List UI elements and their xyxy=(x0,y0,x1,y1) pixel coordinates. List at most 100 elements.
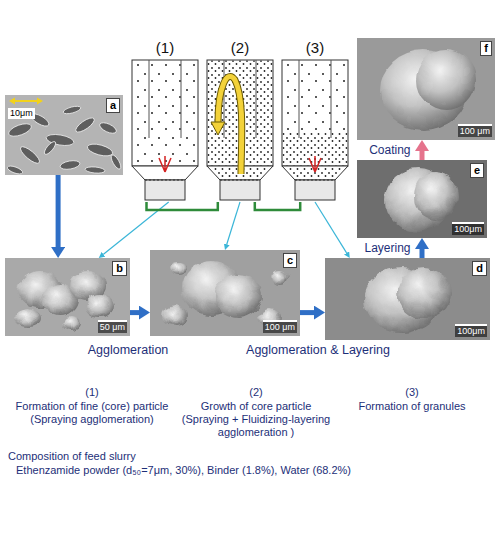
flake xyxy=(63,105,82,115)
flake xyxy=(59,159,80,170)
process-arrow xyxy=(420,249,425,258)
label-slot: Ethenzamide powder (d₅₀=7μm, 30%), Binde… xyxy=(16,464,494,477)
sem-image-panel: a 10μm xyxy=(5,95,123,175)
spray-zone xyxy=(309,156,321,172)
panel-letter: e xyxy=(470,163,484,178)
process-arrow xyxy=(300,310,314,315)
draft-tube xyxy=(256,60,257,138)
label-slot: Formation of fine (core) particle xyxy=(2,400,182,413)
granule xyxy=(364,267,451,333)
particle xyxy=(414,172,458,220)
flake xyxy=(85,166,105,174)
vessel-body xyxy=(132,60,198,166)
sample-pointer xyxy=(227,202,240,244)
step-number: (2) xyxy=(176,386,336,399)
scale-label: 100μm xyxy=(452,222,484,235)
vessel-body xyxy=(282,60,348,166)
label-slot: (Spraying agglomeration) xyxy=(2,413,182,426)
fluid-bed-granulator: (3) xyxy=(278,38,352,202)
step-number: (3) xyxy=(337,386,487,399)
scale-label: 100 μm xyxy=(263,320,297,333)
sem-image-e xyxy=(357,160,487,238)
particle xyxy=(397,268,451,318)
air-chamber xyxy=(220,180,260,200)
step-number: (1) xyxy=(2,386,182,399)
spray-zone xyxy=(159,156,171,172)
sem-image-d xyxy=(325,258,490,340)
draft-tube xyxy=(331,60,332,138)
label-slot: (2) xyxy=(176,386,336,399)
coated-granule xyxy=(380,50,476,130)
transfer-line xyxy=(255,202,300,210)
distributor-plate xyxy=(220,180,260,181)
stage-label: Agglomeration xyxy=(33,344,223,357)
panel-letter: d xyxy=(472,261,487,276)
transfer-line xyxy=(147,202,218,210)
process-arrow xyxy=(56,175,61,247)
sem-image-panel: b 50 μm xyxy=(5,258,130,336)
step-detail: (Spraying agglomeration) xyxy=(2,413,182,426)
step-detail: (Spraying + Fluidizing-layering agglomer… xyxy=(181,413,331,439)
particle xyxy=(271,270,289,286)
label-slot: Layering xyxy=(362,241,412,255)
label-slot: Growth of core particle xyxy=(176,400,336,413)
image-ground xyxy=(357,160,487,238)
sem-image-f xyxy=(357,38,495,140)
particle xyxy=(416,50,476,110)
fluid-bed-granulator: (1) xyxy=(128,38,202,202)
panel-letter: a xyxy=(106,98,120,113)
fluid-bed-vessel xyxy=(132,60,198,200)
sem-image-panel: e 100μm xyxy=(357,160,487,238)
circulation-arrowhead xyxy=(211,122,225,135)
image-ground xyxy=(150,250,300,336)
particle xyxy=(170,262,186,274)
air-chamber xyxy=(145,180,185,200)
distributor-plate xyxy=(295,180,335,181)
particle xyxy=(15,309,41,327)
panel-letter: f xyxy=(480,41,492,56)
apparatus-number: (2) xyxy=(231,38,249,57)
fluid-bed-vessel xyxy=(282,60,348,200)
label-slot: (Spraying + Fluidizing-layering agglomer… xyxy=(181,413,331,439)
scale-arrow xyxy=(13,100,39,102)
flake xyxy=(43,140,58,156)
image-ground xyxy=(357,38,495,140)
step-description: Formation of fine (core) particle xyxy=(2,400,182,413)
fluid-bed-vessel xyxy=(207,60,273,200)
process-arrow xyxy=(130,310,139,315)
step-description: Formation of granules xyxy=(337,400,487,413)
powder-flakes xyxy=(6,105,122,175)
label-slot: Agglomeration xyxy=(33,344,223,357)
image-ground xyxy=(325,258,490,340)
label-slot: Composition of feed slurry xyxy=(8,450,338,463)
particle xyxy=(63,317,81,331)
label-slot: Coating xyxy=(367,143,412,157)
draft-tube xyxy=(181,60,182,138)
note-heading: Composition of feed slurry xyxy=(8,450,338,463)
flake xyxy=(7,121,33,139)
scale-label: 100 μm xyxy=(458,124,492,137)
label-slot: (1) xyxy=(2,386,182,399)
note-text: Ethenzamide powder (d₅₀=7μm, 30%), Binde… xyxy=(16,464,494,477)
label-slot: Formation of granules xyxy=(337,400,487,413)
scale-arrowhead xyxy=(9,98,15,105)
label-slot: Agglomeration & Layering xyxy=(208,344,428,357)
scale-label: 10μm xyxy=(8,108,35,119)
sem-image-panel: c100 μm xyxy=(150,250,300,336)
flake xyxy=(18,144,42,166)
draft-tube xyxy=(149,60,150,138)
fluid-bed-granulator: (2) xyxy=(203,38,277,202)
air-chamber xyxy=(295,180,335,200)
scale-arrowhead xyxy=(37,98,43,105)
layered-granule xyxy=(385,168,458,232)
apparatus-number: (3) xyxy=(306,38,324,57)
sem-image-a xyxy=(5,95,123,175)
scale-label: 50 μm xyxy=(98,320,127,333)
flake xyxy=(74,115,97,134)
panel-letter: b xyxy=(112,261,127,276)
draft-tube xyxy=(224,60,225,138)
draft-tube xyxy=(299,60,300,138)
flake xyxy=(6,164,23,175)
apparatus-number: (1) xyxy=(156,38,174,57)
distributor-plate xyxy=(145,180,185,181)
